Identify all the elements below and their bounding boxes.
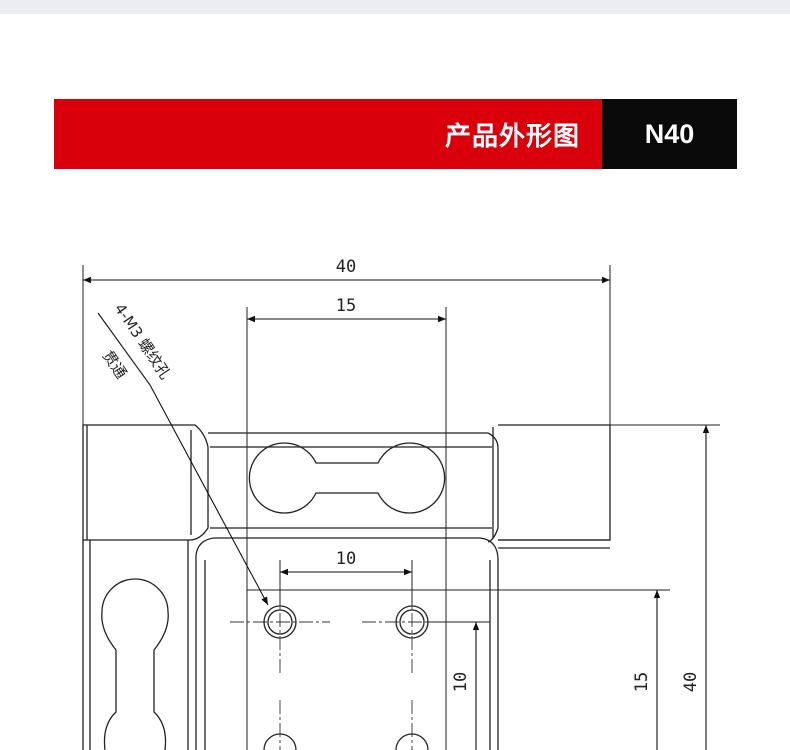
dim-overall-height: 40: [681, 672, 701, 692]
banner-title: 产品外形图: [444, 121, 580, 152]
top-slot: [248, 442, 446, 514]
dim-slot-width: 15: [336, 296, 356, 316]
dim-height-15: 15: [632, 672, 652, 692]
dim-hole-spacing-h: 10: [336, 549, 356, 569]
side-slot: [101, 578, 169, 750]
title-banner: 产品外形图 N40: [54, 99, 737, 169]
dim-hole-spacing-v: 10: [451, 672, 471, 692]
left-block-outline: [82, 424, 209, 541]
dim-overall-width: 40: [336, 257, 356, 277]
banner-model-panel: N40: [602, 99, 737, 169]
lower-body-outline: [195, 537, 499, 750]
right-block-outline: [498, 424, 611, 541]
top-strip: [0, 0, 790, 14]
thread-note-line2: 贯通: [99, 347, 131, 382]
note-leader-line: [149, 384, 269, 606]
banner-title-panel: 产品外形图: [54, 99, 602, 169]
model-label: N40: [644, 118, 695, 149]
